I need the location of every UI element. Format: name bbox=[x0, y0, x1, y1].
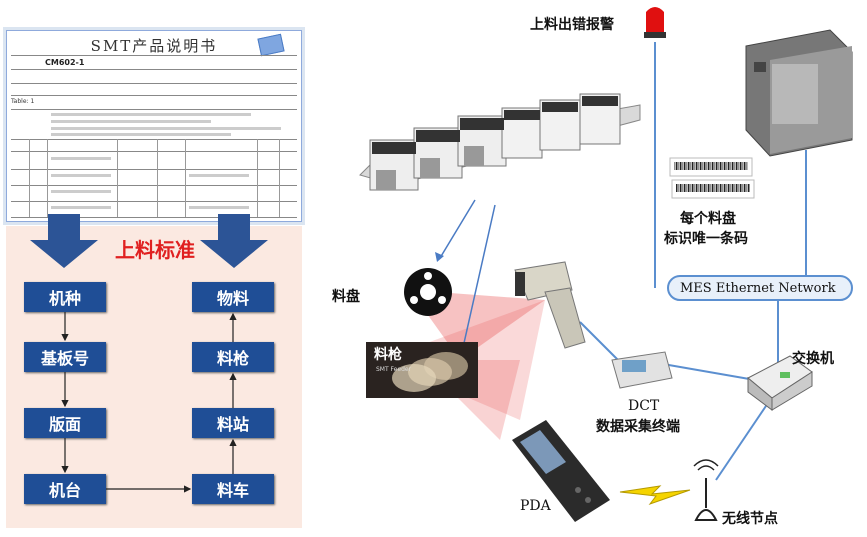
barcode-caption-line1: 每个料盘 bbox=[680, 211, 736, 227]
network-bar bbox=[667, 275, 853, 301]
barcode-label-icon bbox=[669, 157, 755, 199]
feeder-label: 料枪 bbox=[374, 347, 402, 363]
dct-label: DCT bbox=[628, 398, 660, 414]
document-rule bbox=[11, 169, 297, 170]
text-placeholder bbox=[51, 174, 111, 177]
alarm-light-icon bbox=[644, 7, 666, 38]
document-rule bbox=[11, 109, 297, 110]
barcode-caption-line2: 标识唯一条码 bbox=[664, 231, 748, 247]
table-col-line bbox=[117, 139, 118, 217]
dct-terminal-icon bbox=[611, 351, 673, 389]
document-rule bbox=[11, 151, 297, 152]
box-board-number: 基板号 bbox=[24, 342, 106, 372]
document-rule bbox=[11, 83, 297, 84]
box-feeder: 料枪 bbox=[192, 342, 274, 372]
text-placeholder bbox=[51, 113, 251, 116]
document-rule bbox=[11, 201, 297, 202]
text-placeholder bbox=[51, 133, 231, 136]
document-rule bbox=[11, 55, 297, 56]
alarm-label: 上料出错报警 bbox=[530, 17, 614, 33]
text-placeholder bbox=[51, 120, 211, 123]
box-station: 料站 bbox=[192, 408, 274, 438]
box-material: 物料 bbox=[192, 282, 274, 312]
box-cart: 料车 bbox=[192, 474, 274, 504]
document-table-label: Table: 1 bbox=[11, 98, 35, 105]
smt-machine-line bbox=[359, 93, 641, 191]
wireless-node-icon bbox=[693, 459, 719, 521]
text-placeholder bbox=[189, 206, 249, 209]
table-col-line bbox=[279, 139, 280, 217]
document-rule bbox=[11, 185, 297, 186]
document-title: SMT产品说明书 bbox=[90, 37, 218, 55]
feeder-sublabel: SMT Feeder bbox=[376, 366, 412, 373]
reel-icon bbox=[404, 268, 452, 316]
box-layout-side: 版面 bbox=[24, 408, 106, 438]
down-arrow-icon bbox=[200, 214, 268, 268]
box-model: 机种 bbox=[24, 282, 106, 312]
pda-icon bbox=[512, 420, 610, 522]
text-placeholder bbox=[51, 127, 281, 130]
table-col-line bbox=[185, 139, 186, 217]
wireless-link-icon bbox=[619, 485, 691, 506]
flow-connectors bbox=[61, 312, 237, 493]
table-col-line bbox=[257, 139, 258, 217]
document-rule bbox=[11, 69, 297, 70]
wireless-node-label: 无线节点 bbox=[722, 511, 778, 527]
pda-label: PDA bbox=[520, 498, 551, 514]
document-rule bbox=[11, 139, 297, 140]
table-col-line bbox=[47, 139, 48, 217]
box-machine: 机台 bbox=[24, 474, 106, 504]
barcode-scanner-icon bbox=[514, 261, 586, 349]
network-switch-icon bbox=[747, 355, 813, 411]
barcode-printer-icon bbox=[745, 29, 853, 157]
network-label: MES Ethernet Network bbox=[680, 281, 836, 296]
text-placeholder bbox=[189, 174, 249, 177]
table-col-line bbox=[29, 139, 30, 217]
down-arrow-icon bbox=[30, 214, 98, 268]
reel-label: 料盘 bbox=[332, 289, 360, 305]
text-placeholder bbox=[51, 157, 111, 160]
text-placeholder bbox=[51, 206, 111, 209]
flow-title: 上料标准 bbox=[115, 238, 195, 262]
switch-label: 交换机 bbox=[792, 351, 834, 367]
smt-product-document: SMT产品说明书 CM602-1 Table: 1 bbox=[6, 30, 302, 222]
text-placeholder bbox=[51, 190, 111, 193]
document-rule bbox=[11, 217, 297, 218]
document-code: CM602-1 bbox=[45, 58, 85, 67]
dct-sublabel: 数据采集终端 bbox=[596, 419, 680, 435]
table-col-line bbox=[157, 139, 158, 217]
document-rule bbox=[11, 95, 297, 96]
